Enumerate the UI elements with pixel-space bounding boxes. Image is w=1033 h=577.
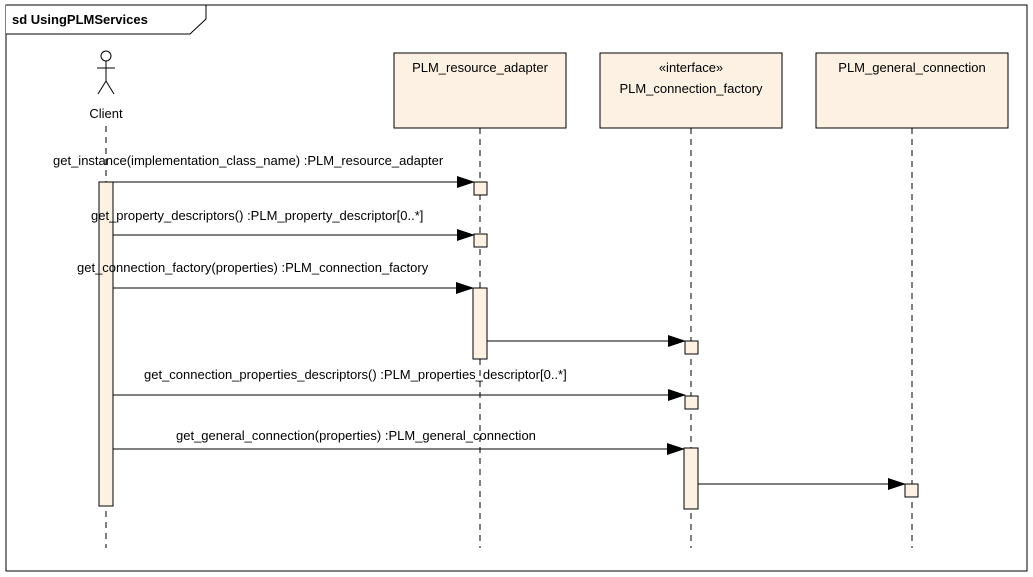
exec-marker <box>904 483 919 498</box>
activation-client <box>98 181 114 507</box>
lifeline-name-resource-adapter: PLM_resource_adapter <box>412 60 549 75</box>
message-label: get_property_descriptors() :PLM_property… <box>91 208 423 223</box>
frame-title-tab <box>6 4 207 35</box>
lifeline-stereotype-connection-factory: «interface» <box>659 60 723 75</box>
message-label: get_general_connection(properties) :PLM_… <box>176 428 536 443</box>
exec-marker <box>684 395 699 410</box>
message-label: get_connection_factory(properties) :PLM_… <box>77 260 429 275</box>
exec-marker <box>684 340 699 355</box>
activation-resource-adapter <box>472 287 488 360</box>
actor-head-icon <box>100 50 112 62</box>
lifeline-head-resource-adapter <box>393 52 567 129</box>
actor-leg-right <box>105 80 115 95</box>
lifeline-head-connection-factory <box>599 52 783 129</box>
message-label: get_connection_properties_descriptors() … <box>144 367 567 382</box>
message-label: get_instance(implementation_class_name) … <box>53 153 444 168</box>
lifeline-head-general-connection <box>815 52 1009 129</box>
actor-leg-left <box>97 80 107 95</box>
lifeline-name-general-connection: PLM_general_connection <box>838 60 985 75</box>
exec-marker <box>473 181 488 196</box>
frame-title: sd UsingPLMServices <box>12 12 148 27</box>
actor-client: Client <box>89 50 123 121</box>
actor-label: Client <box>89 106 123 121</box>
exec-marker <box>473 233 488 248</box>
lifeline-name-connection-factory: PLM_connection_factory <box>619 81 763 96</box>
activation-connection-factory <box>683 447 699 510</box>
